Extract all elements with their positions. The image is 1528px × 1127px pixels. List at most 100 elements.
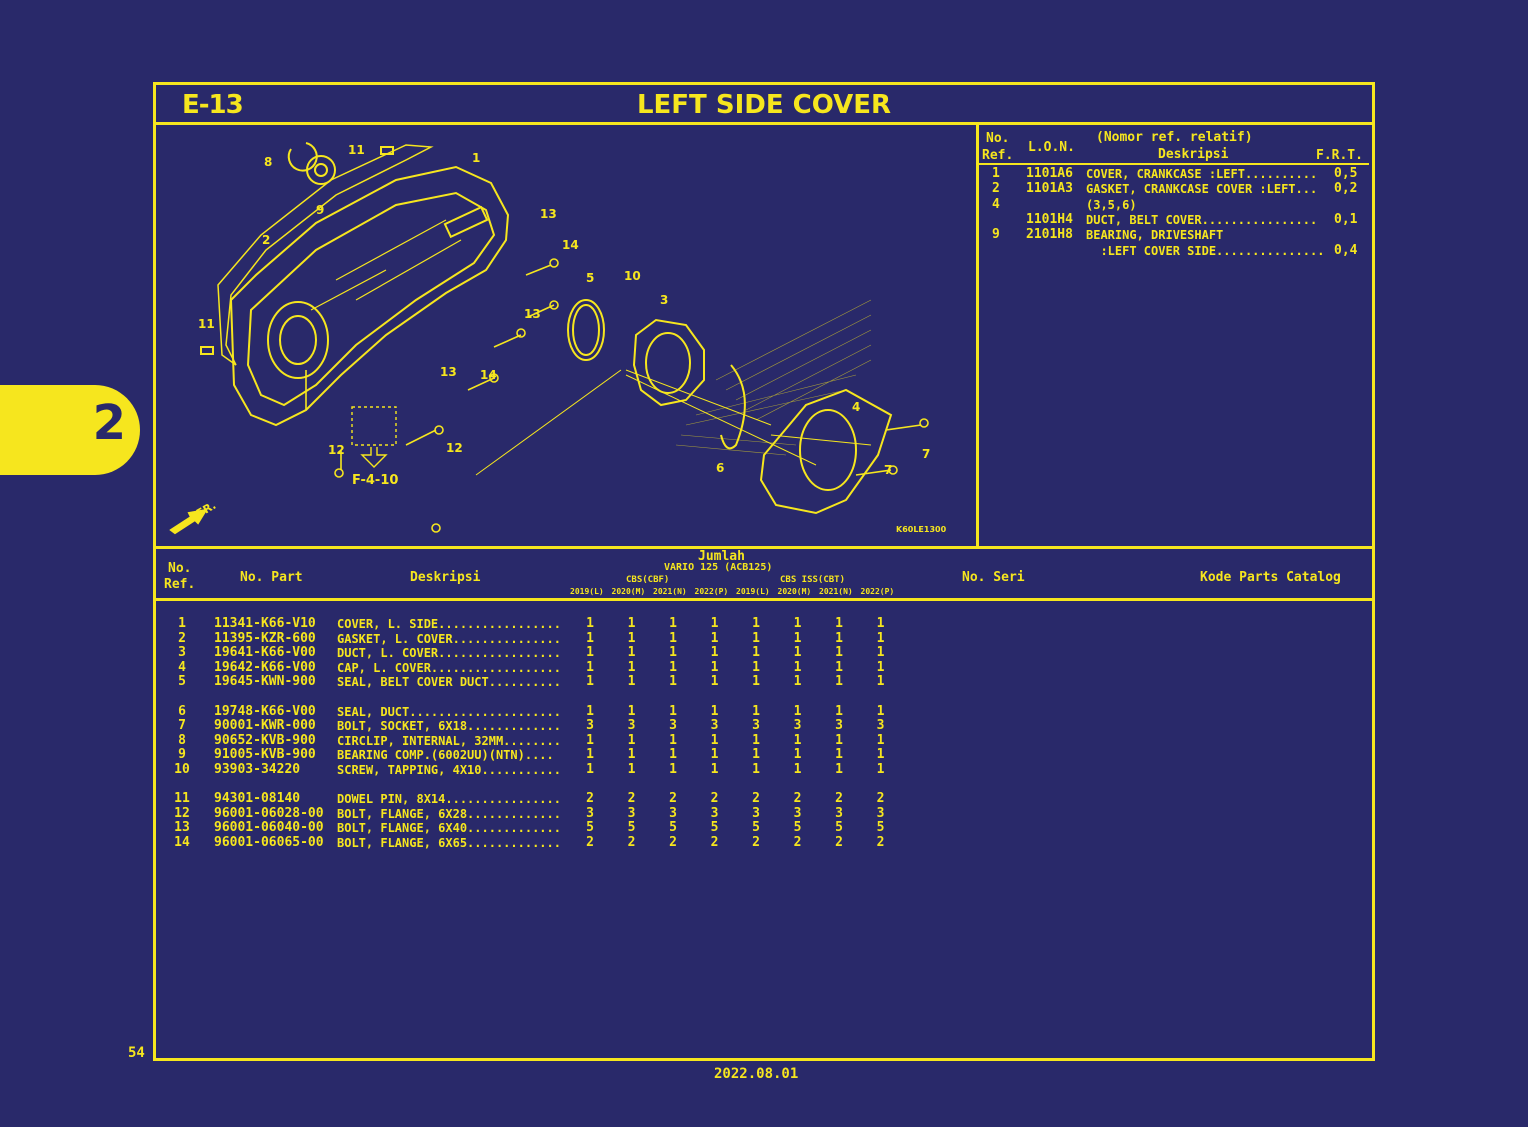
part-quantity: 1 bbox=[752, 659, 760, 675]
diagram-reference[interactable]: F-4-10 bbox=[352, 473, 399, 488]
part-quantity: 1 bbox=[876, 732, 885, 748]
part-number: 11341-K66-V10 bbox=[214, 616, 316, 631]
table-header-jumlah: Jumlah bbox=[698, 549, 745, 564]
part-quantity: 1 bbox=[835, 659, 843, 675]
diagram-callout: 11 bbox=[348, 143, 365, 157]
diagram-callout: 4 bbox=[852, 400, 861, 414]
part-quantity: 5 bbox=[752, 820, 760, 835]
frt-divider bbox=[977, 163, 1369, 165]
part-quantity: 1 bbox=[876, 616, 885, 631]
part-quantity: 1 bbox=[793, 674, 802, 689]
hatching bbox=[675, 299, 872, 456]
frt-value: 0,4 bbox=[1334, 242, 1358, 258]
diagram-callout: 14 bbox=[562, 238, 579, 252]
part-quantity: 1 bbox=[710, 630, 719, 646]
frt-desc: :LEFT COVER SIDE............... bbox=[1086, 243, 1325, 258]
part-quantity: 1 bbox=[793, 630, 802, 646]
part-quantity: 1 bbox=[710, 616, 719, 631]
part-description: BOLT, FLANGE, 6X28............. bbox=[337, 806, 561, 821]
frt-desc: GASKET, CRANKCASE COVER :LEFT... bbox=[1086, 182, 1318, 197]
part-quantity: 3 bbox=[710, 718, 719, 733]
table-header-year: 2020(M) bbox=[611, 587, 646, 596]
table-header-desc: Deskripsi bbox=[410, 570, 481, 585]
frt-value: 0,5 bbox=[1334, 166, 1358, 181]
part-quantity: 1 bbox=[669, 761, 677, 777]
frt-header-lon: L.O.N. bbox=[1028, 140, 1075, 155]
part-quantity: 5 bbox=[876, 820, 885, 835]
table-header-year: 2021(N) bbox=[819, 587, 853, 596]
part-quantity: 1 bbox=[627, 747, 636, 762]
table-header-year: 2021(N) bbox=[653, 587, 687, 596]
table-header-model: VARIO 125 (ACB125) bbox=[664, 562, 773, 573]
diagram-callout: 9 bbox=[316, 203, 325, 217]
part-quantity: 2 bbox=[669, 834, 677, 850]
part-description: BEARING COMP.(6002UU)(NTN).... bbox=[337, 748, 554, 762]
part-quantity: 1 bbox=[752, 616, 760, 631]
section-tab[interactable]: 2 bbox=[0, 385, 140, 475]
part-quantity: 1 bbox=[627, 659, 636, 675]
part-quantity: 2 bbox=[752, 791, 760, 806]
part-description: SEAL, DUCT..................... bbox=[337, 704, 561, 719]
frt-header-frt: F.R.T. bbox=[1316, 148, 1363, 163]
part-quantity: 2 bbox=[835, 834, 843, 850]
duct-seal bbox=[720, 364, 746, 450]
part-quantity: 5 bbox=[710, 820, 719, 835]
part-quantity: 2 bbox=[752, 834, 760, 850]
catalog-date: 2022.08.01 bbox=[714, 1066, 799, 1082]
part-ref: 6 bbox=[178, 703, 186, 719]
part-quantity: 1 bbox=[586, 703, 594, 719]
part-quantity: 1 bbox=[876, 674, 885, 689]
part-quantity: 1 bbox=[669, 645, 677, 660]
part-quantity: 2 bbox=[586, 834, 594, 850]
part-quantity: 3 bbox=[752, 718, 760, 733]
part-quantity: 1 bbox=[710, 732, 719, 748]
part-description: COVER, L. SIDE................. bbox=[337, 617, 561, 631]
part-quantity: 1 bbox=[835, 674, 843, 689]
part-quantity: 1 bbox=[752, 630, 760, 646]
part-quantity: 1 bbox=[586, 761, 594, 777]
diagram-callout: 12 bbox=[328, 443, 345, 457]
part-quantity: 3 bbox=[669, 718, 677, 733]
frt-desc: (3,5,6) bbox=[1086, 197, 1137, 212]
part-description: SCREW, TAPPING, 4X10........... bbox=[337, 762, 561, 777]
table-header-part-no: No. Part bbox=[240, 570, 303, 585]
part-quantity: 1 bbox=[835, 732, 843, 748]
drawing-code: K60LE1300 bbox=[896, 525, 947, 534]
part-quantity: 1 bbox=[669, 747, 677, 762]
diagram-callout: 6 bbox=[716, 461, 725, 475]
part-number: 90001-KWR-000 bbox=[214, 718, 316, 733]
table-header-year: 2019(L) bbox=[736, 587, 770, 596]
part-quantity: 1 bbox=[586, 616, 594, 631]
part-quantity: 3 bbox=[627, 805, 636, 821]
frt-ref: 2 bbox=[992, 181, 1000, 197]
part-ref: 4 bbox=[178, 659, 186, 675]
section-code: E-13 bbox=[182, 90, 244, 120]
duct bbox=[632, 318, 705, 407]
diagram-callout: 13 bbox=[440, 365, 457, 379]
part-quantity: 5 bbox=[669, 820, 677, 835]
part-quantity: 1 bbox=[835, 761, 843, 777]
frt-lon: 1101A3 bbox=[1026, 181, 1073, 197]
part-quantity: 2 bbox=[586, 791, 594, 806]
part-quantity: 1 bbox=[835, 645, 843, 660]
table-header-no: No. bbox=[168, 561, 192, 576]
part-ref: 13 bbox=[174, 820, 190, 835]
part-quantity: 1 bbox=[586, 630, 594, 646]
table-header-ref: Ref. bbox=[164, 577, 196, 592]
part-quantity: 2 bbox=[627, 791, 636, 806]
part-quantity: 2 bbox=[876, 791, 885, 806]
part-quantity: 2 bbox=[835, 791, 843, 806]
part-quantity: 1 bbox=[793, 747, 802, 762]
part-quantity: 3 bbox=[752, 805, 760, 821]
diagram-callout: 12 bbox=[446, 441, 463, 455]
part-ref: 2 bbox=[178, 630, 186, 646]
part-quantity: 1 bbox=[586, 645, 594, 660]
part-description: DOWEL PIN, 8X14................ bbox=[337, 792, 561, 806]
part-number: 11395-KZR-600 bbox=[214, 630, 316, 646]
frt-header-desc-relative: (Nomor ref. relatif) bbox=[1096, 130, 1253, 145]
diagram-divider bbox=[976, 122, 979, 546]
table-header-year: 2022(P) bbox=[860, 587, 895, 596]
part-number: 93903-34220 bbox=[214, 761, 301, 777]
part-number: 19642-K66-V00 bbox=[214, 659, 316, 675]
table-header-group-cbt: CBS ISS(CBT) bbox=[780, 575, 846, 585]
